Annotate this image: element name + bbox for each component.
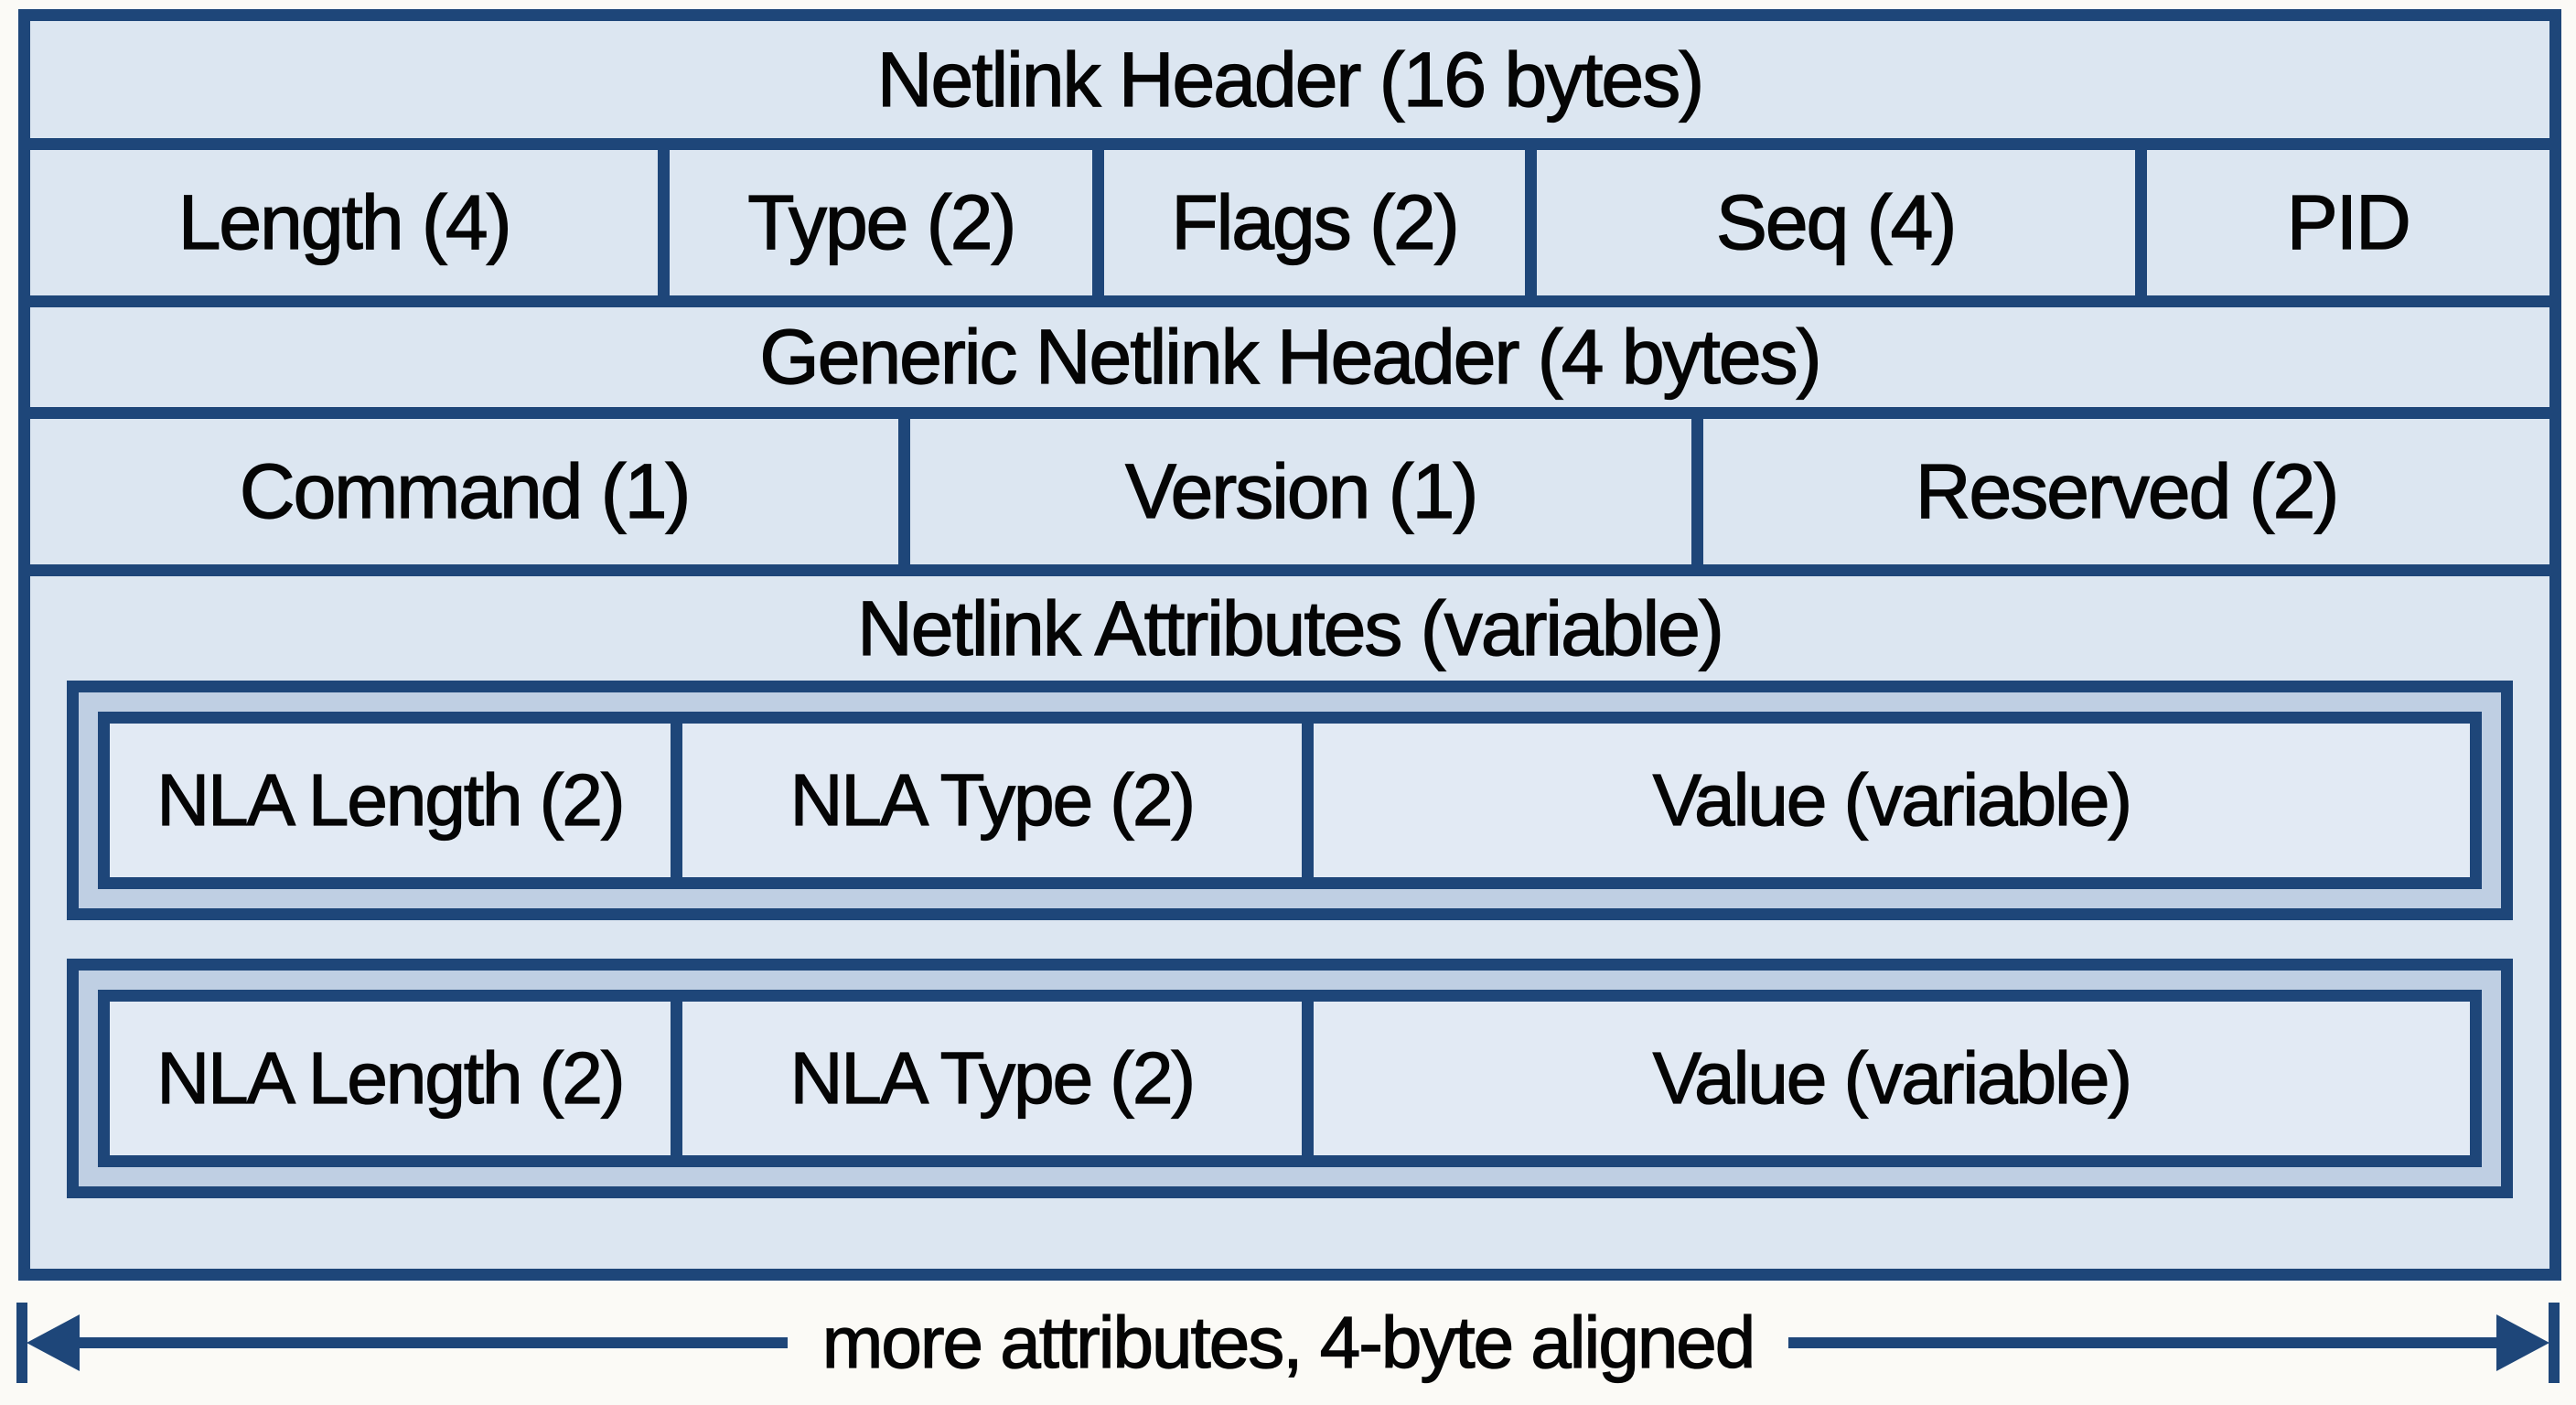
nla1-value-label: Value (variable) xyxy=(1652,758,2133,841)
field-command: Command (1) xyxy=(30,419,899,564)
arrow-right-endbar xyxy=(2549,1303,2560,1383)
field-version: Version (1) xyxy=(898,419,1692,564)
nla1-length-label: NLA Length (2) xyxy=(156,758,626,841)
field-flags-label: Flags (2) xyxy=(1171,178,1461,265)
nla2-length-label: NLA Length (2) xyxy=(156,1036,626,1119)
nla1-value-cell: Value (variable) xyxy=(1301,724,2470,877)
nla2-length-cell: NLA Length (2) xyxy=(110,1002,671,1155)
nla-attribute-box-2: NLA Length (2) NLA Type (2) Value (varia… xyxy=(67,959,2513,1198)
nla-attribute-row-2: NLA Length (2) NLA Type (2) Value (varia… xyxy=(98,990,2482,1167)
nla1-type-cell: NLA Type (2) xyxy=(670,724,1302,877)
netlink-header-title: Netlink Header (16 bytes) xyxy=(876,36,1705,123)
field-pid: PID xyxy=(2134,150,2550,295)
nla2-value-label: Value (variable) xyxy=(1652,1036,2133,1119)
nla1-length-cell: NLA Length (2) xyxy=(110,724,671,877)
field-seq-label: Seq (4) xyxy=(1715,178,1958,265)
field-flags: Flags (2) xyxy=(1092,150,1525,295)
netlink-attributes-title: Netlink Attributes (variable) xyxy=(856,585,1724,671)
generic-netlink-header-title-row: Generic Netlink Header (4 bytes) xyxy=(30,295,2549,407)
nla-attribute-box-1: NLA Length (2) NLA Type (2) Value (varia… xyxy=(67,681,2513,920)
field-command-label: Command (1) xyxy=(239,447,692,534)
field-length-label: Length (4) xyxy=(177,178,512,265)
arrow-left-head-icon xyxy=(27,1314,80,1371)
footer-span-arrow: more attributes, 4-byte aligned xyxy=(0,1281,2576,1405)
footer-arrow-label: more attributes, 4-byte aligned xyxy=(821,1301,1756,1383)
nla2-value-cell: Value (variable) xyxy=(1301,1002,2470,1155)
field-reserved: Reserved (2) xyxy=(1691,419,2549,564)
field-type-label: Type (2) xyxy=(747,178,1017,265)
netlink-header-title-row: Netlink Header (16 bytes) xyxy=(30,21,2549,138)
arrow-left-endbar xyxy=(16,1303,27,1383)
field-seq: Seq (4) xyxy=(1524,150,2135,295)
nla2-type-label: NLA Type (2) xyxy=(789,1036,1197,1119)
arrow-line-right xyxy=(1788,1337,2496,1348)
generic-header-fields-row: Command (1) Version (1) Reserved (2) xyxy=(30,407,2549,564)
field-reserved-label: Reserved (2) xyxy=(1915,447,2340,534)
field-type: Type (2) xyxy=(658,150,1093,295)
nla2-type-cell: NLA Type (2) xyxy=(670,1002,1302,1155)
field-pid-label: PID xyxy=(2286,178,2411,265)
field-version-label: Version (1) xyxy=(1125,447,1479,534)
arrow-right-head-icon xyxy=(2496,1314,2549,1371)
field-length: Length (4) xyxy=(30,150,659,295)
nla1-type-label: NLA Type (2) xyxy=(789,758,1197,841)
netlink-attributes-section: Netlink Attributes (variable) NLA Length… xyxy=(30,564,2549,1269)
nla-attribute-row-1: NLA Length (2) NLA Type (2) Value (varia… xyxy=(98,712,2482,889)
generic-netlink-header-title: Generic Netlink Header (4 bytes) xyxy=(759,313,1822,400)
netlink-attributes-title-row: Netlink Attributes (variable) xyxy=(30,576,2549,681)
packet-structure-box: Netlink Header (16 bytes) Length (4) Typ… xyxy=(18,9,2561,1281)
netlink-header-fields-row: Length (4) Type (2) Flags (2) Seq (4) PI… xyxy=(30,138,2550,295)
arrow-line-left xyxy=(80,1337,788,1348)
